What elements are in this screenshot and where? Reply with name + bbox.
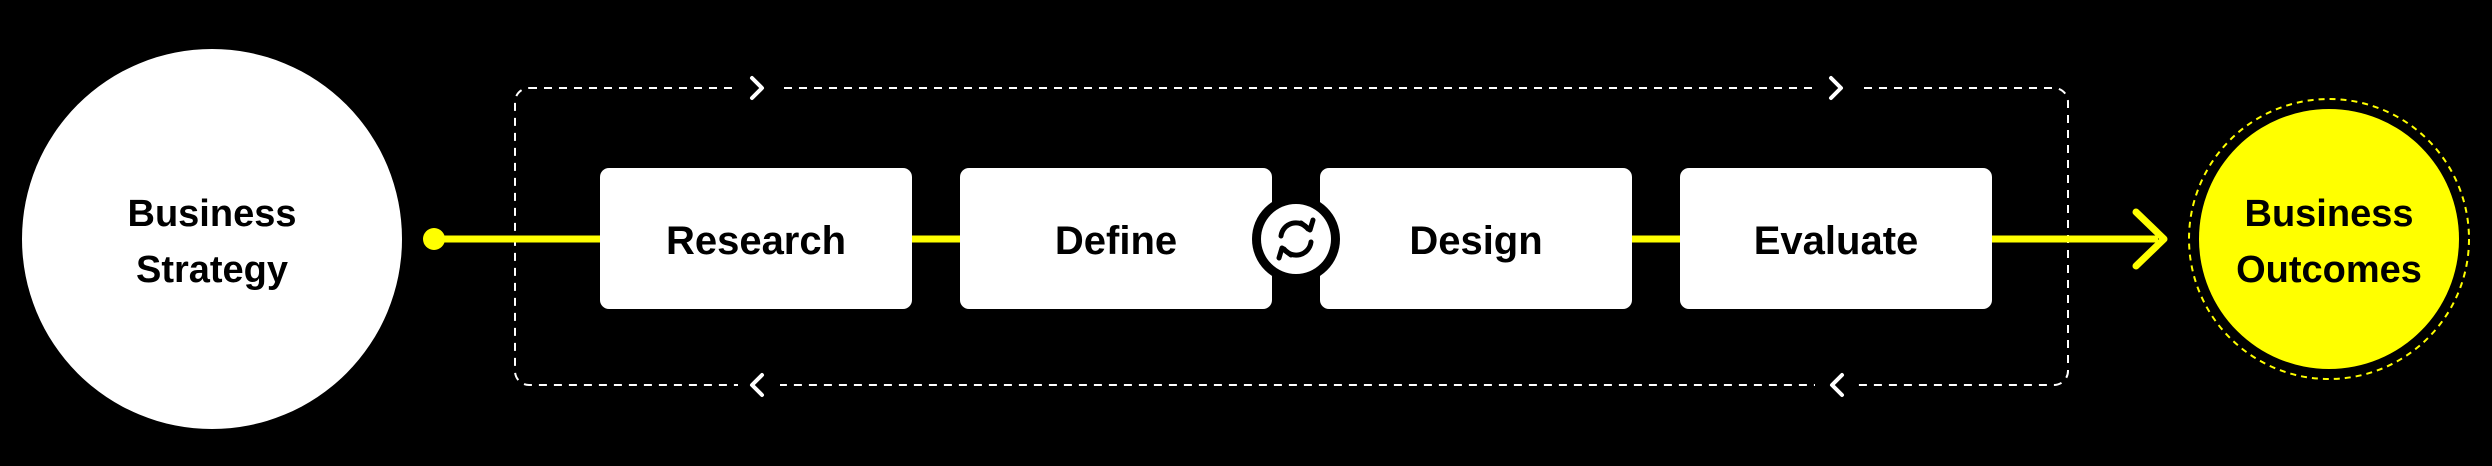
step-evaluate-label: Evaluate bbox=[1754, 219, 1919, 263]
business-outcomes-node: Business Outcomes bbox=[2188, 98, 2470, 380]
connector-dot-icon bbox=[423, 228, 445, 250]
chevron-right-icon bbox=[1815, 70, 1857, 106]
step-design: Design bbox=[1320, 168, 1632, 309]
chevron-left-icon bbox=[738, 367, 780, 403]
step-research: Research bbox=[600, 168, 912, 309]
business-strategy-label-line2: Strategy bbox=[136, 249, 288, 291]
arrowhead-right-icon bbox=[2132, 208, 2168, 270]
business-strategy-node: Business Strategy bbox=[22, 49, 402, 429]
refresh-cycle-icon bbox=[1252, 195, 1340, 283]
step-define: Define bbox=[960, 168, 1272, 309]
step-define-label: Define bbox=[1055, 219, 1177, 263]
step-research-label: Research bbox=[666, 219, 846, 263]
outcomes-dashed-ring bbox=[2188, 98, 2470, 380]
chevron-left-icon bbox=[1815, 367, 1857, 403]
step-evaluate: Evaluate bbox=[1680, 168, 1992, 309]
step-design-label: Design bbox=[1409, 219, 1542, 263]
chevron-right-icon bbox=[738, 70, 780, 106]
business-outcomes-label-line1: Business bbox=[2245, 193, 2414, 235]
business-strategy-label-line1: Business bbox=[128, 193, 297, 235]
business-outcomes-label-line2: Outcomes bbox=[2236, 249, 2422, 291]
